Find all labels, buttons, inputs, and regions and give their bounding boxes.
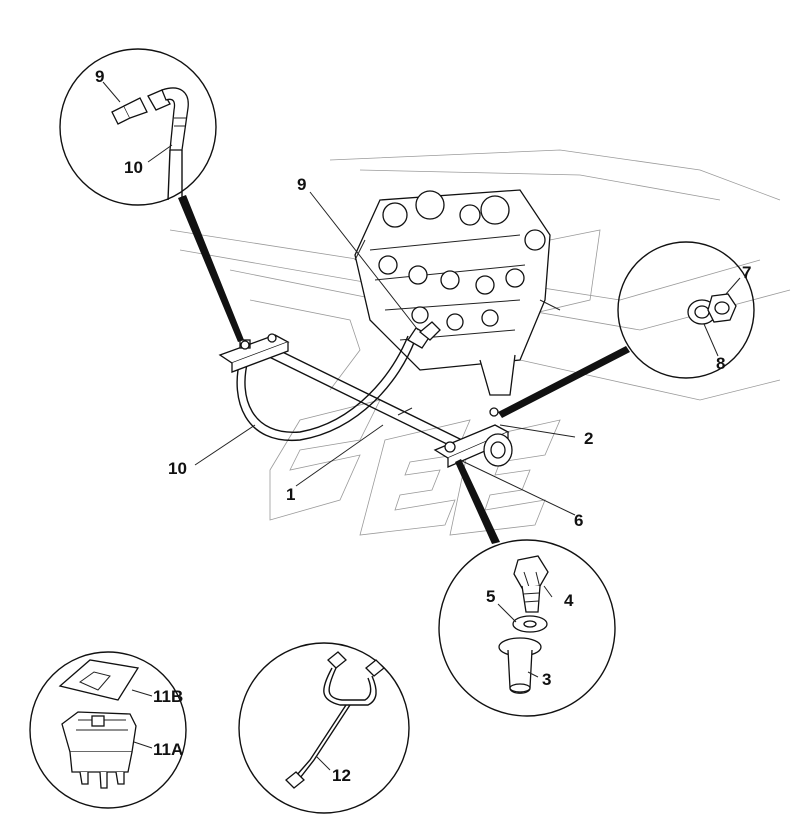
- detail-circle-rocker-switch: [29, 651, 187, 809]
- callout-9-detail: 9: [95, 67, 104, 86]
- hose-10-main: [236, 335, 416, 441]
- detail-pointer-wedges: [178, 195, 630, 544]
- detail-circle-nut-washer: [617, 241, 755, 379]
- callout-6: 6: [574, 511, 583, 530]
- detail-circle-bolt-spacer: [438, 539, 616, 717]
- callout-1: 1: [286, 485, 295, 504]
- callout-4: 4: [564, 591, 574, 610]
- callout-10-detail: 10: [124, 158, 143, 177]
- clamp-bracket-left: [218, 333, 290, 373]
- callout-2: 2: [584, 429, 593, 448]
- clamp-bracket-right: [433, 407, 513, 468]
- detail-circle-wiring-harness: [238, 642, 410, 814]
- leader-lines: [194, 191, 576, 516]
- callout-7: 7: [742, 263, 751, 282]
- callout-3: 3: [542, 670, 551, 689]
- control-valve-block: [354, 189, 561, 396]
- callout-5: 5: [486, 587, 495, 606]
- hose-1: [254, 341, 463, 449]
- callout-labels: 9 10 9 7 8 2 10 1 6 5 4 3 11B 11A 12: [95, 67, 751, 785]
- callout-9-main: 9: [297, 175, 306, 194]
- callout-10-main: 10: [168, 459, 187, 478]
- callout-11A: 11A: [153, 740, 183, 759]
- hose-fitting-9-main: [407, 321, 441, 349]
- callout-12: 12: [332, 766, 351, 785]
- detail-circle-hose-fitting: [59, 48, 217, 206]
- callout-11B: 11B: [153, 687, 183, 706]
- callout-8: 8: [716, 354, 725, 373]
